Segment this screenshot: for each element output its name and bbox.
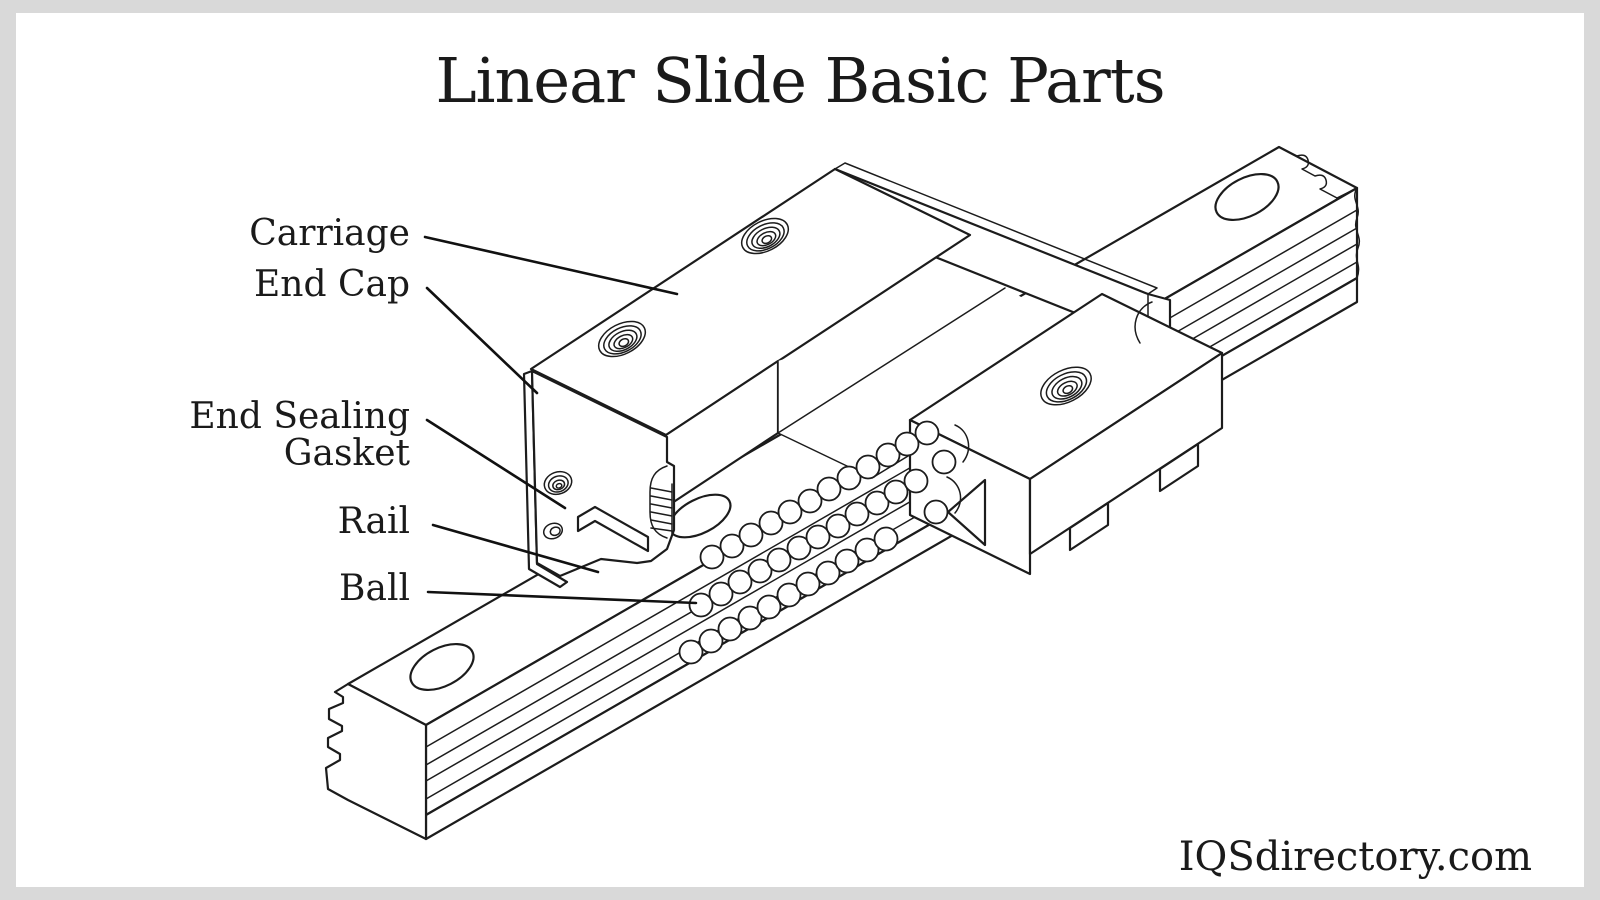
leader-ball — [426, 590, 698, 605]
balls-drawing — [678, 420, 970, 665]
end-cap-screw-hole — [543, 470, 573, 496]
carriage-drawing — [529, 167, 1099, 509]
label-end-cap: End Cap — [253, 264, 410, 305]
end-cap-small-hole — [542, 522, 564, 540]
end-cap-drawing — [530, 369, 676, 578]
carriage-hole-3 — [1040, 366, 1092, 406]
leader-carriage — [423, 235, 679, 296]
label-ball: Ball — [339, 568, 410, 609]
label-end-sealing-gasket: End Sealing Gasket — [189, 396, 410, 474]
carriage-hole-2 — [740, 217, 790, 255]
carriage-hole-1 — [597, 320, 647, 358]
leader-lines — [423, 235, 698, 605]
leader-rail — [431, 523, 600, 574]
label-rail: Rail — [337, 501, 410, 542]
rail-hole-right — [1214, 172, 1280, 222]
page-title: Linear Slide Basic Parts — [435, 44, 1165, 117]
leader-end-sealing-gasket — [425, 418, 567, 510]
leader-end-cap — [425, 286, 539, 395]
watermark: IQSdirectory.com — [1178, 834, 1532, 880]
label-carriage: Carriage — [249, 213, 410, 254]
rail-hole-left — [409, 642, 475, 692]
